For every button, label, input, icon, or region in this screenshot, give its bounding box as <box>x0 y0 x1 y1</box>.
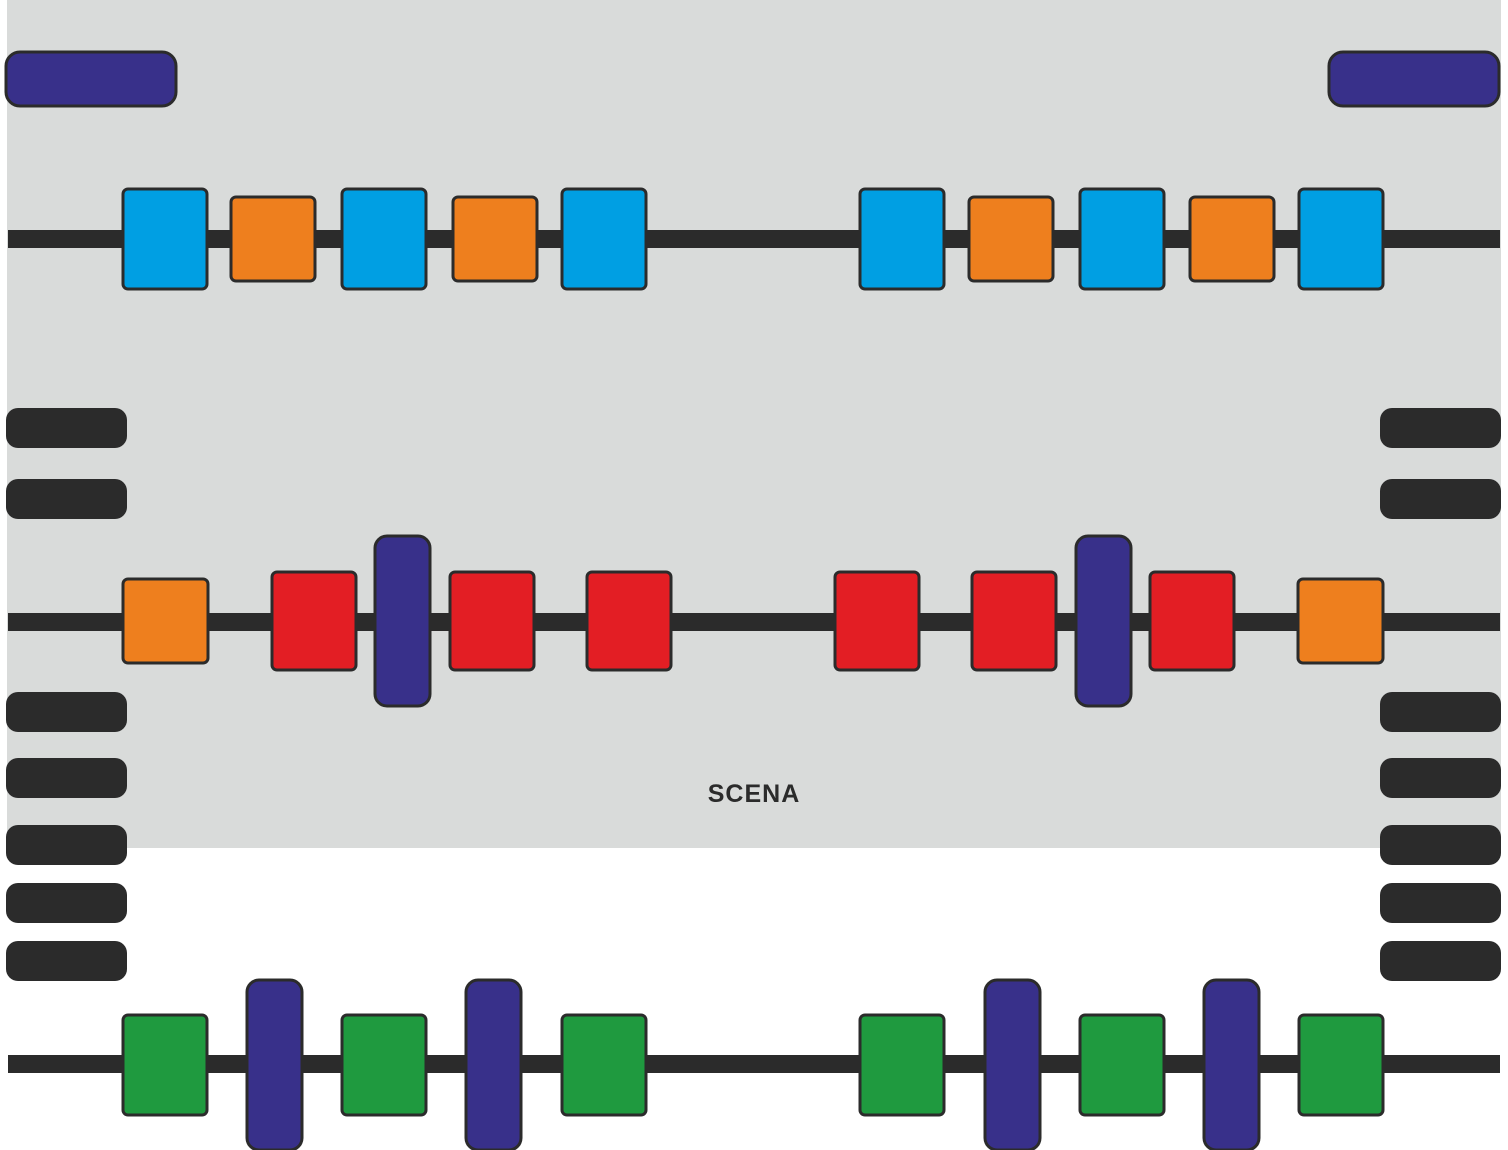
side-fixture <box>6 883 127 923</box>
side-fixture <box>1380 692 1501 732</box>
orange-fixture <box>229 195 317 283</box>
side-fixture <box>6 692 127 732</box>
orange-fixture <box>967 195 1055 283</box>
orange-fixture <box>451 195 539 283</box>
bottom-truss-fixtures <box>121 978 1385 1150</box>
blue-fixture <box>560 187 648 291</box>
right-side-fixtures <box>1380 408 1501 981</box>
navy-bar-fixture <box>373 534 432 708</box>
corner-fixture-right <box>1327 50 1501 108</box>
navy-bar-fixture <box>464 978 523 1150</box>
red-fixture <box>448 570 536 672</box>
red-fixture <box>970 570 1058 672</box>
top-truss-fixtures <box>121 187 1385 291</box>
side-fixture <box>1380 825 1501 865</box>
blue-fixture <box>340 187 428 291</box>
blue-fixture <box>1078 187 1166 291</box>
middle-truss-fixtures <box>121 534 1385 708</box>
bottom-truss-line <box>8 1055 1500 1073</box>
navy-bar-fixture <box>245 978 304 1150</box>
red-fixture <box>585 570 673 672</box>
red-fixture <box>270 570 358 672</box>
side-fixture <box>1380 408 1501 448</box>
side-fixture <box>1380 479 1501 519</box>
green-fixture <box>121 1013 209 1117</box>
blue-fixture <box>1297 187 1385 291</box>
blue-fixture <box>858 187 946 291</box>
side-fixture <box>6 408 127 448</box>
navy-bar-fixture <box>1202 978 1261 1150</box>
orange-fixture <box>121 577 210 665</box>
side-fixture <box>6 941 127 981</box>
left-side-fixtures <box>6 408 127 981</box>
orange-fixture <box>1296 577 1385 665</box>
red-fixture <box>833 570 921 672</box>
middle-truss-line <box>8 613 1500 631</box>
stage-label: SCENA <box>707 780 801 808</box>
orange-fixture <box>1188 195 1276 283</box>
side-fixture <box>1380 758 1501 798</box>
side-fixture <box>1380 941 1501 981</box>
stage-area <box>7 0 1501 848</box>
side-fixture <box>6 825 127 865</box>
side-fixture <box>1380 883 1501 923</box>
corner-fixture-left <box>4 50 178 108</box>
side-fixture <box>6 758 127 798</box>
green-fixture <box>340 1013 428 1117</box>
green-fixture <box>1297 1013 1385 1117</box>
green-fixture <box>1078 1013 1166 1117</box>
red-fixture <box>1148 570 1236 672</box>
navy-bar-fixture <box>1074 534 1133 708</box>
side-fixture <box>6 479 127 519</box>
navy-bar-fixture <box>983 978 1042 1150</box>
blue-fixture <box>121 187 209 291</box>
green-fixture <box>858 1013 946 1117</box>
green-fixture <box>560 1013 648 1117</box>
